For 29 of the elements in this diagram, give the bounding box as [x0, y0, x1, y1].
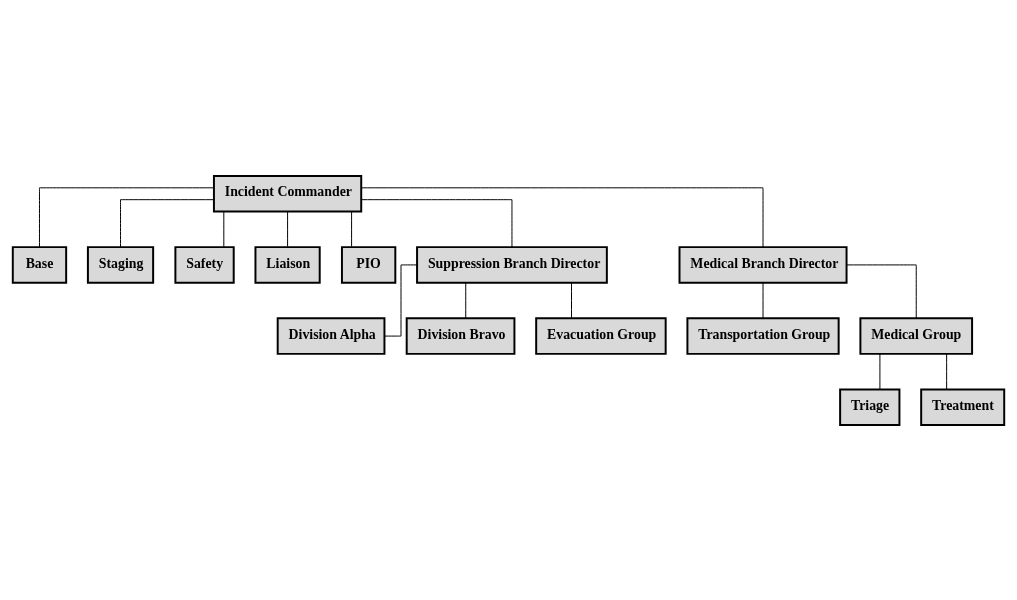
node-box: Medical Branch Director — [678, 245, 848, 284]
connector — [360, 186, 764, 248]
node-box: PIO — [340, 245, 397, 284]
node-box: Liaison — [254, 245, 321, 284]
node-box: Medical Group — [859, 316, 974, 355]
node-box: Treatment — [920, 387, 1006, 426]
connector — [360, 198, 513, 248]
node-box: Incident Commander — [212, 174, 363, 213]
connector — [120, 198, 215, 248]
node-box: Base — [11, 245, 68, 284]
node-box: Division Bravo — [405, 316, 516, 355]
node-box: Safety — [174, 245, 235, 284]
connector — [39, 186, 215, 248]
connector — [879, 353, 881, 390]
connector — [946, 353, 948, 390]
node-box: Evacuation Group — [535, 316, 667, 355]
connector — [846, 263, 917, 319]
node-box: Staging — [86, 245, 155, 284]
connector — [384, 263, 418, 337]
connector — [287, 210, 289, 247]
connector — [762, 281, 764, 318]
connector — [223, 210, 225, 247]
connector — [571, 281, 572, 318]
node-box: Transportation Group — [686, 316, 840, 355]
node-box: Division Alpha — [276, 316, 386, 355]
node-box: Suppression Branch Director — [416, 245, 608, 284]
node-box: Triage — [839, 387, 901, 426]
connector — [465, 281, 467, 318]
connector — [351, 210, 353, 247]
